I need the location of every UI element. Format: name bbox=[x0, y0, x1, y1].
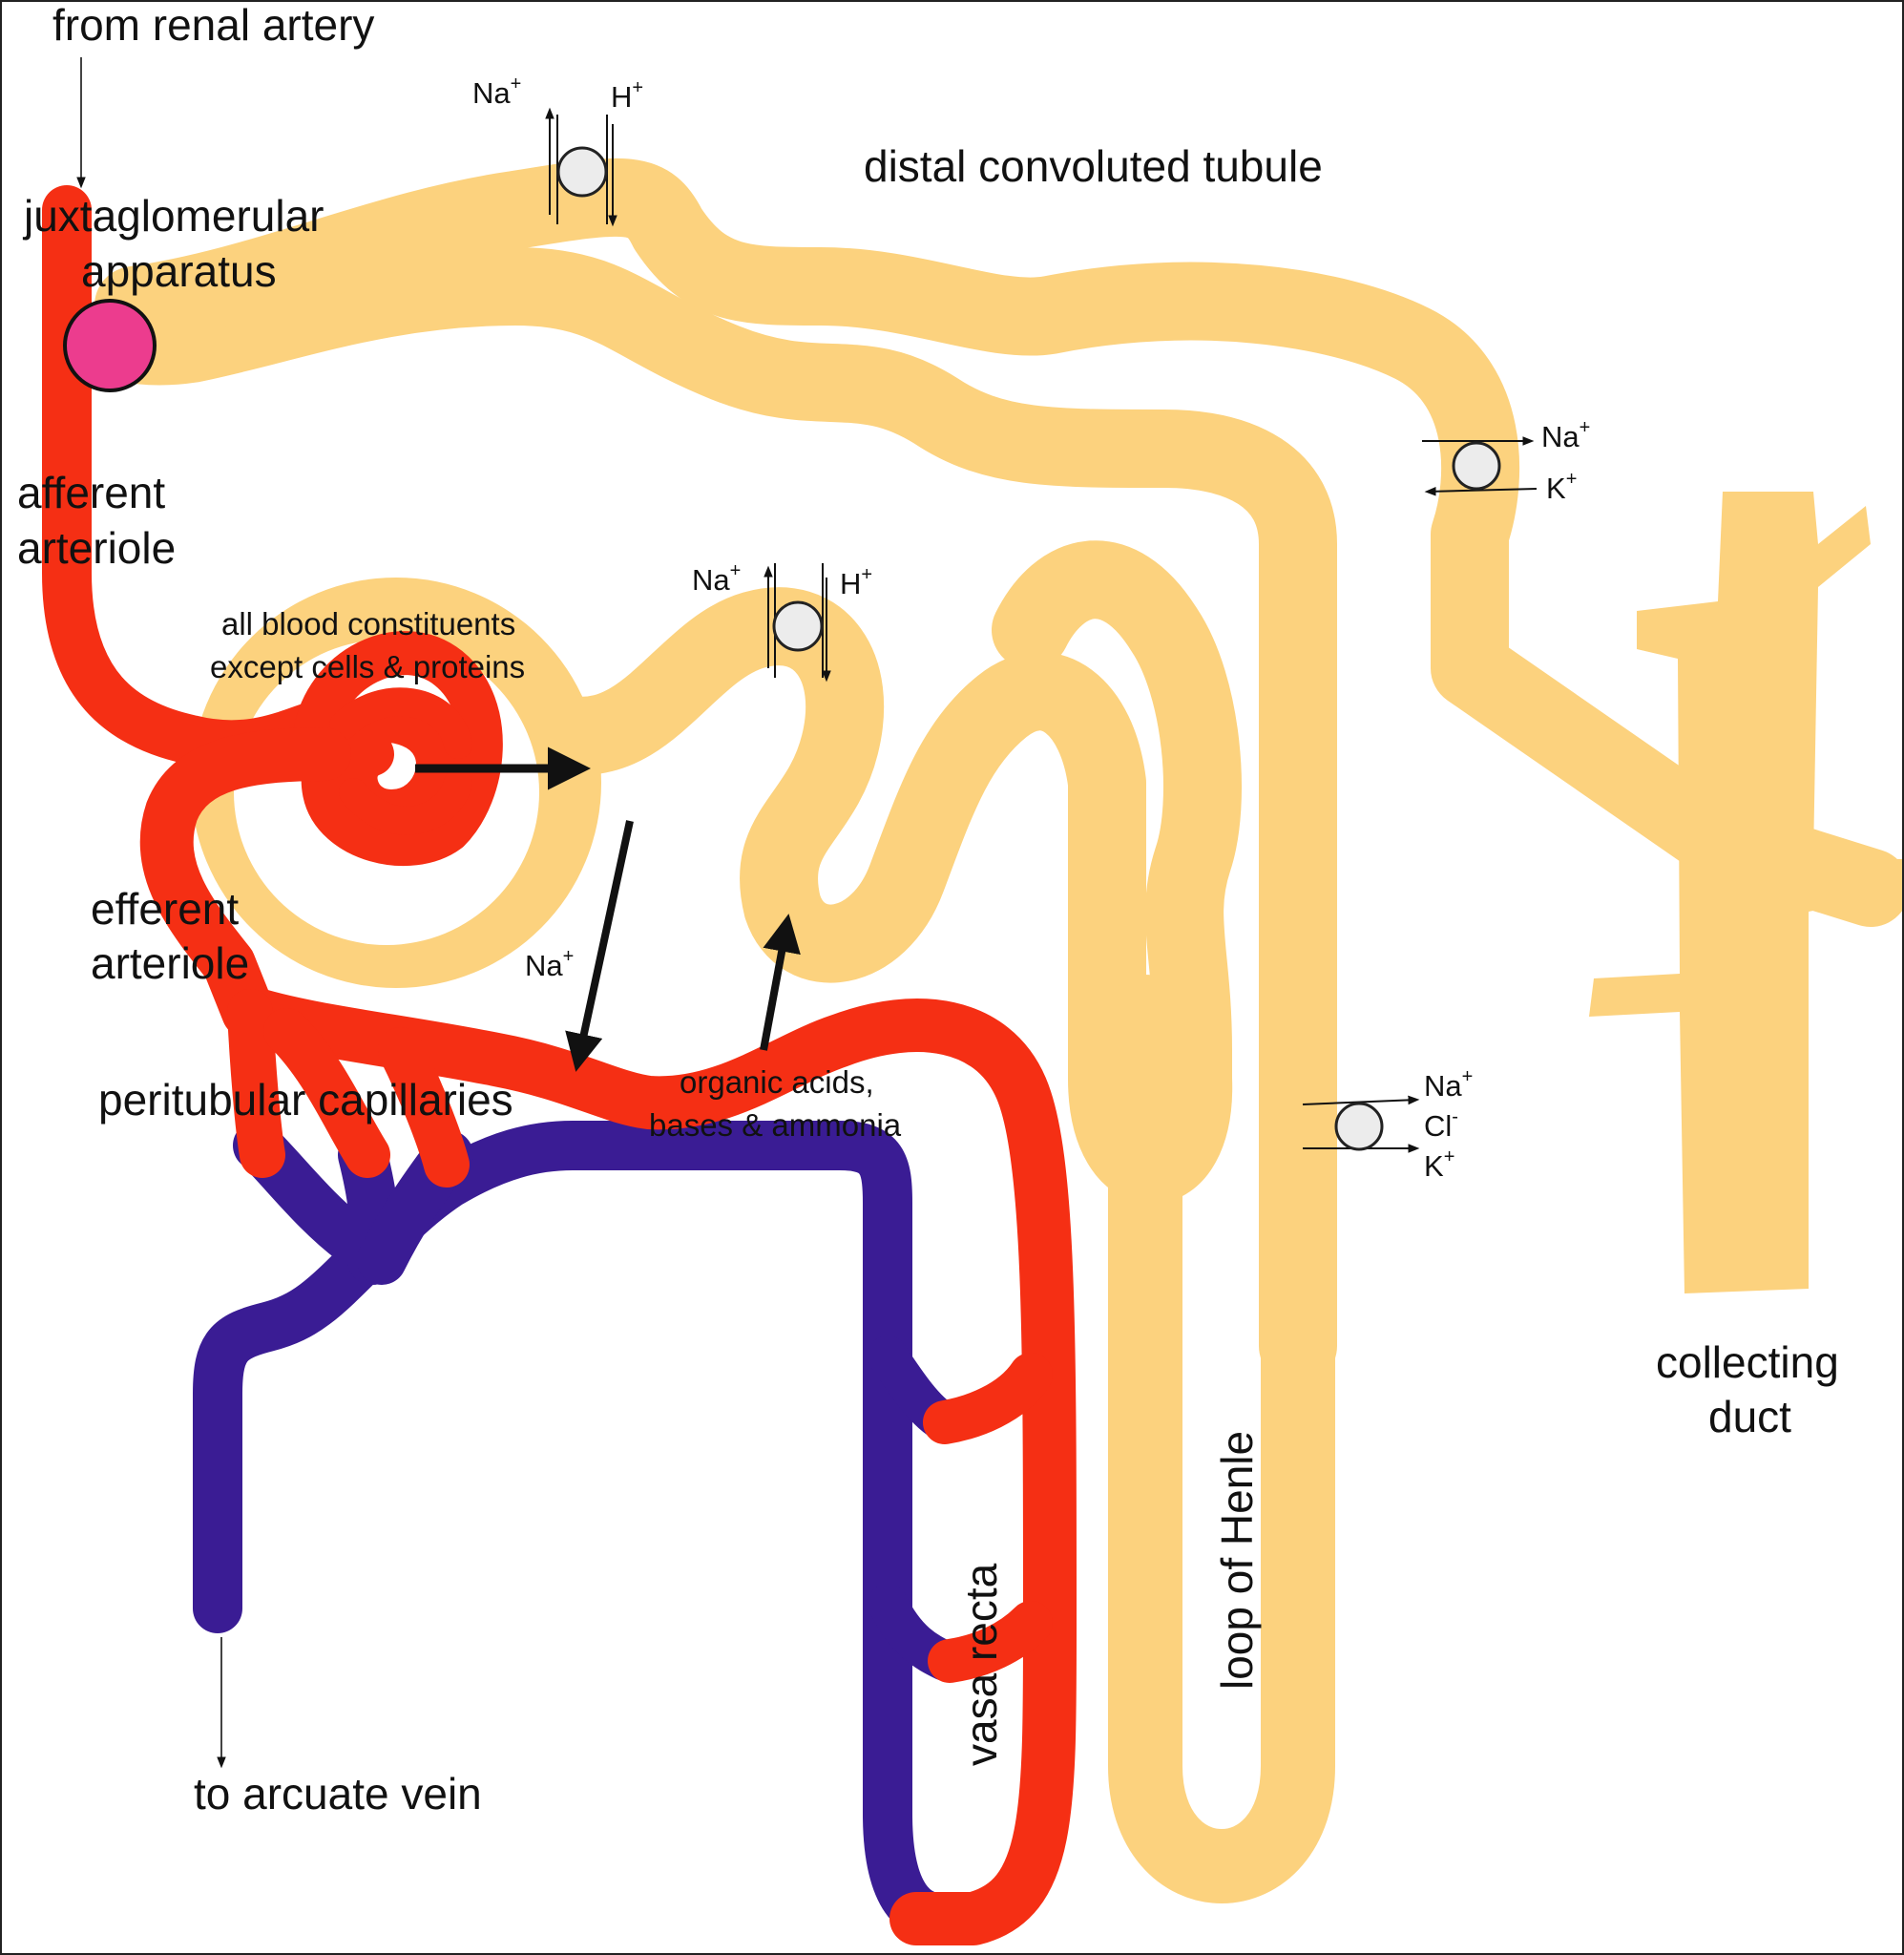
label-efferent-arteriole: arteriole bbox=[91, 938, 249, 988]
ion-na-label: Na bbox=[1541, 420, 1580, 453]
ion-charge: - bbox=[1452, 1106, 1458, 1127]
ion-charge: + bbox=[861, 564, 872, 585]
ion-k-label: K bbox=[1546, 472, 1566, 505]
svg-text:H+: H+ bbox=[840, 564, 872, 600]
label-duct: duct bbox=[1708, 1392, 1791, 1441]
label-loop-of-henle: loop of Henle bbox=[1212, 1431, 1262, 1690]
label-apparatus: apparatus bbox=[81, 246, 277, 296]
svg-text:Na+: Na+ bbox=[472, 74, 521, 110]
label-vasa-recta: vasa recta bbox=[956, 1563, 1006, 1766]
svg-text:Cl-: Cl- bbox=[1424, 1106, 1458, 1143]
svg-text:Na+: Na+ bbox=[1541, 417, 1590, 453]
svg-text:Na+: Na+ bbox=[692, 560, 741, 597]
svg-text:K+: K+ bbox=[1424, 1146, 1454, 1183]
ion-na-label: Na bbox=[692, 563, 730, 597]
juxtaglomerular-apparatus-body bbox=[65, 301, 155, 390]
label-juxtaglomerular: juxtaglomerular bbox=[22, 191, 324, 241]
ion-cl-label: Cl bbox=[1424, 1109, 1452, 1143]
ion-charge: + bbox=[1566, 469, 1578, 490]
ion-h-label: H bbox=[840, 567, 861, 600]
label-afferent-arteriole: arteriole bbox=[17, 523, 176, 573]
ion-k-label: K bbox=[1424, 1149, 1444, 1183]
label-to-arcuate-vein: to arcuate vein bbox=[194, 1769, 482, 1818]
label-filtrate-line1: all blood constituents bbox=[221, 606, 515, 641]
label-collecting: collecting bbox=[1656, 1337, 1839, 1387]
svg-text:H+: H+ bbox=[611, 77, 643, 114]
ion-charge: + bbox=[730, 560, 742, 581]
ion-na-label: Na bbox=[472, 76, 511, 110]
label-distal-convoluted-tubule: distal convoluted tubule bbox=[864, 141, 1323, 191]
ion-charge: + bbox=[632, 77, 643, 98]
svg-text:K+: K+ bbox=[1546, 469, 1577, 505]
collecting-duct bbox=[1589, 492, 1904, 1293]
ion-charge: + bbox=[511, 74, 522, 95]
svg-text:Na+: Na+ bbox=[1424, 1066, 1473, 1103]
ion-na-label: Na bbox=[1424, 1069, 1462, 1103]
label-na-reabsorption: Na+ bbox=[525, 946, 574, 982]
label-from-renal-artery: from renal artery bbox=[52, 0, 374, 50]
label-filtrate-line2: except cells & proteins bbox=[210, 649, 525, 684]
ion-charge: + bbox=[1444, 1146, 1455, 1167]
label-afferent: afferent bbox=[17, 468, 165, 517]
label-efferent: efferent bbox=[91, 884, 239, 934]
label-bases-ammonia: bases & ammonia bbox=[649, 1107, 902, 1143]
label-organic-acids: organic acids, bbox=[680, 1064, 874, 1100]
label-peritubular-capillaries: peritubular capillaries bbox=[98, 1075, 513, 1125]
ion-charge: + bbox=[1580, 417, 1591, 438]
ion-h-label: H bbox=[611, 80, 632, 114]
ion-charge: + bbox=[1462, 1066, 1474, 1087]
